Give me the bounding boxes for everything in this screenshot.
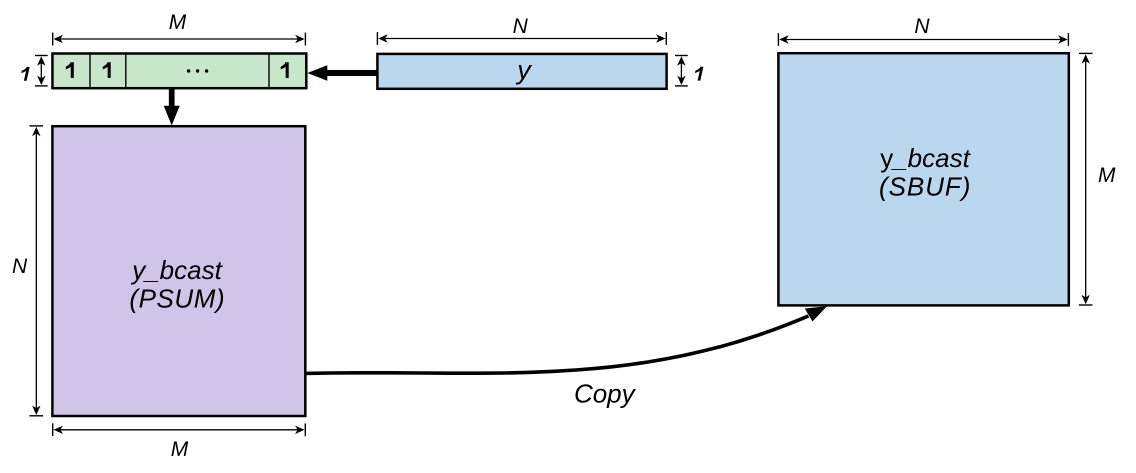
svg-text:N: N bbox=[12, 255, 28, 278]
svg-text:y_bcast: y_bcast bbox=[130, 255, 223, 285]
svg-text:y_bcast: y_bcast bbox=[880, 143, 971, 173]
svg-text:M: M bbox=[1098, 164, 1116, 187]
svg-text:(SBUF): (SBUF) bbox=[879, 172, 971, 202]
svg-text:M: M bbox=[169, 11, 187, 34]
svg-text:Copy: Copy bbox=[574, 379, 637, 409]
svg-text:y: y bbox=[515, 55, 532, 85]
svg-text:M: M bbox=[171, 438, 189, 461]
svg-text:N: N bbox=[914, 15, 930, 38]
svg-text:N: N bbox=[513, 15, 529, 38]
svg-text:(PSUM): (PSUM) bbox=[129, 283, 225, 313]
